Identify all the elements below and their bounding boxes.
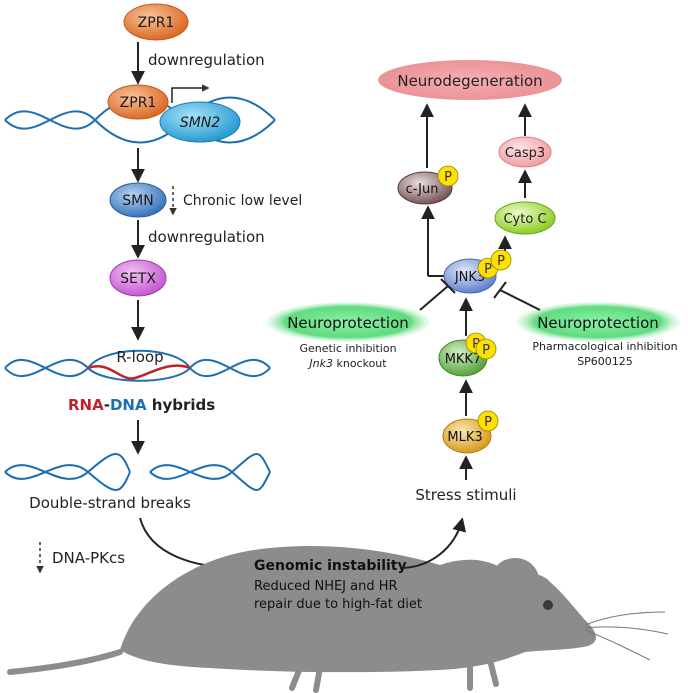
mkk7-phospho-badge-2: P — [475, 338, 497, 360]
np-left-line2: Jnk3 knockout — [307, 357, 387, 370]
inhibit-right-line — [499, 289, 541, 311]
downregulation-label-1: downregulation — [148, 51, 265, 69]
cytoc-node: Cyto C — [494, 201, 556, 235]
inhibit-right-bar — [493, 281, 507, 299]
arrow-instability-to-stress — [399, 517, 467, 569]
mkk7-phospho-label-2: P — [482, 343, 490, 358]
neuroprotection-right-node: Neuroprotection — [516, 302, 680, 342]
inhibit-left-line — [419, 285, 449, 311]
mkk7-label: MKK7 — [445, 352, 482, 367]
rna-strand — [87, 364, 191, 380]
mkk7-phospho-label-1: P — [472, 337, 480, 352]
jnk3-phospho-badge-2: P — [490, 249, 512, 271]
genomic-instability-title: Genomic instability — [254, 558, 407, 574]
setx-label: SETX — [120, 271, 156, 287]
rloop-label: R-loop — [116, 348, 163, 366]
zpr1-label: ZPR1 — [138, 15, 175, 31]
mlk3-node: MLK3 — [442, 418, 492, 454]
mlk3-label: MLK3 — [447, 430, 482, 445]
cjun-phospho-label: P — [444, 170, 452, 185]
setx-node: SETX — [109, 259, 167, 297]
mlk3-phospho-label: P — [484, 415, 492, 430]
zpr1-bound-label: ZPR1 — [120, 95, 157, 111]
jnk3-phospho-label-2: P — [497, 254, 505, 269]
cjun-phospho-badge: P — [437, 165, 459, 187]
dna-broken — [4, 453, 271, 491]
transcription-start-arrow — [171, 84, 210, 103]
smn2-label: SMN2 — [180, 115, 220, 131]
np-right-line1: Pharmacological inhibition — [532, 340, 677, 353]
np-left-line1: Genetic inhibition — [299, 342, 396, 355]
zpr1-bound-node: ZPR1 — [107, 84, 169, 120]
smn2-gene-node: SMN2 — [159, 101, 241, 143]
chronic-low-level-label: Chronic low level — [183, 193, 302, 209]
stress-stimuli-label: Stress stimuli — [415, 486, 516, 504]
genomic-instability-line1: Reduced NHEJ and HR — [254, 579, 398, 594]
neuroprotection-left-node: Neuroprotection — [266, 302, 430, 342]
rna-dna-hybrids-label: RNA-DNA hybrids — [68, 396, 215, 414]
genomic-instability-line2: repair due to high-fat diet — [254, 597, 422, 612]
downregulation-label-2: downregulation — [148, 228, 265, 246]
inhibit-left-bar — [440, 278, 456, 294]
neuroprotection-right-label: Neuroprotection — [537, 314, 659, 332]
dnapkcs-label: DNA-PKcs — [52, 549, 125, 567]
cjun-label: c-Jun — [406, 182, 439, 197]
casp3-label: Casp3 — [505, 146, 545, 161]
cytoc-label: Cyto C — [503, 212, 546, 227]
zpr1-node: ZPR1 — [123, 3, 189, 41]
neuroprotection-left-label: Neuroprotection — [287, 314, 409, 332]
smn-node: SMN — [109, 182, 167, 218]
neurodegeneration-node: Neurodegeneration — [378, 60, 562, 100]
mlk3-phospho-badge: P — [477, 410, 499, 432]
smn-label: SMN — [122, 193, 153, 209]
double-strand-breaks-label: Double-strand breaks — [29, 494, 191, 512]
np-right-line2: SP600125 — [577, 355, 633, 368]
dna-helix-rloop — [4, 349, 271, 382]
jnk3-label: JNK3 — [454, 270, 485, 285]
neurodegeneration-label: Neurodegeneration — [397, 72, 542, 90]
mouse-silhouette — [7, 545, 669, 693]
casp3-node: Casp3 — [498, 136, 552, 168]
jnk3-phospho-label-1: P — [484, 262, 492, 277]
